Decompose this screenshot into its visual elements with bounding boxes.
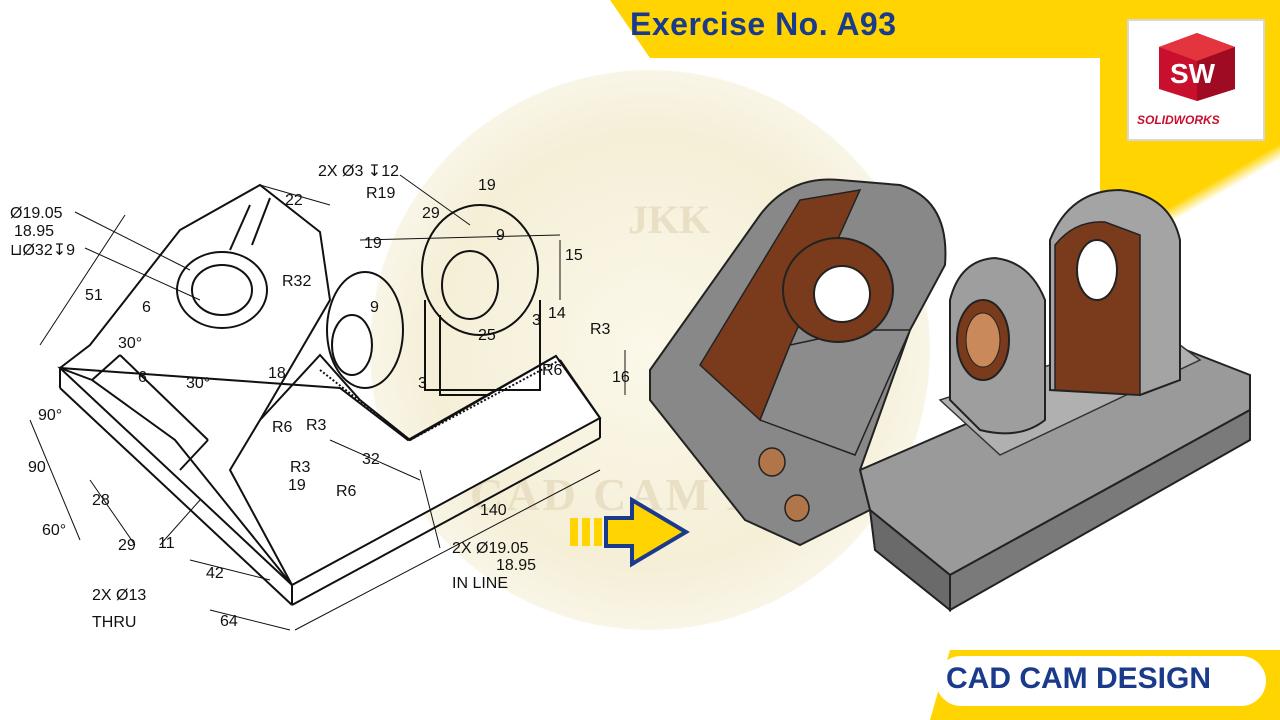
label-r6c: R6	[336, 483, 357, 500]
exercise-title: Exercise No. A93	[630, 6, 897, 42]
label-6b: 6	[138, 369, 147, 386]
label-19a: 19	[478, 177, 496, 194]
label-holes-note: 2X Ø3 ↧12	[318, 163, 399, 180]
label-d19-05: Ø19.05	[10, 205, 63, 222]
label-thru-1: 2X Ø13	[92, 587, 146, 604]
label-14: 14	[548, 305, 566, 322]
label-29: 29	[422, 205, 440, 222]
arrow-right-icon	[570, 496, 690, 568]
label-28: 28	[92, 492, 110, 509]
solidworks-logo-icon: SW	[1159, 33, 1235, 101]
label-140: 140	[480, 502, 507, 519]
label-r3c: R3	[290, 459, 311, 476]
label-19c: 19	[288, 477, 306, 494]
label-16: 16	[612, 369, 630, 386]
label-cbore: ⊔Ø32↧9	[10, 242, 75, 259]
label-22: 22	[285, 192, 303, 209]
label-90deg: 90°	[38, 407, 62, 424]
footer-brand: CAD CAM DESIGN	[946, 662, 1212, 695]
label-9b: 9	[370, 299, 379, 316]
label-9a: 9	[496, 227, 505, 244]
label-r19: R19	[366, 185, 395, 202]
label-r32: R32	[282, 273, 311, 290]
label-51: 51	[85, 287, 103, 304]
label-pins-note-2: 18.95	[496, 557, 536, 574]
solidworks-logo: SW SOLIDWORKS	[1127, 19, 1265, 141]
dimension-lines	[29, 174, 626, 631]
drawing-linework	[57, 183, 602, 606]
label-30b: 30°	[186, 375, 210, 392]
label-6a: 6	[142, 299, 151, 316]
footer-pill	[936, 656, 1266, 706]
label-r3a: R3	[590, 321, 611, 338]
label-42: 42	[206, 565, 224, 582]
label-r3b: R3	[306, 417, 327, 434]
drawing-dimension-labels: Ø19.05 18.95 ⊔Ø32↧9 51 22 2X Ø3 ↧12 R19 …	[10, 163, 630, 631]
label-r6a: R6	[272, 419, 293, 436]
label-d18-95: 18.95	[14, 223, 54, 240]
label-32: 32	[362, 451, 380, 468]
label-18: 18	[268, 365, 286, 382]
label-19b: 19	[364, 235, 382, 252]
label-11: 11	[158, 535, 175, 552]
label-15: 15	[565, 247, 583, 264]
solid-model-render	[649, 178, 1251, 613]
label-64: 64	[220, 613, 238, 630]
label-pins-note-1: 2X Ø19.05	[452, 540, 529, 557]
label-thru-2: THRU	[92, 614, 136, 631]
logo-letter-s: SW	[1170, 58, 1216, 89]
label-3b: 3	[418, 375, 427, 392]
label-3a: 3	[532, 312, 541, 329]
label-25: 25	[478, 327, 496, 344]
label-30a: 30°	[118, 335, 142, 352]
watermark-top-text: JKK	[628, 197, 711, 242]
label-r6b: R6	[542, 362, 563, 379]
label-60deg: 60°	[42, 522, 66, 539]
label-29b: 29	[118, 537, 136, 554]
label-in-line: IN LINE	[452, 575, 508, 592]
solidworks-label: SOLIDWORKS	[1137, 113, 1220, 127]
label-90: 90	[28, 459, 46, 476]
